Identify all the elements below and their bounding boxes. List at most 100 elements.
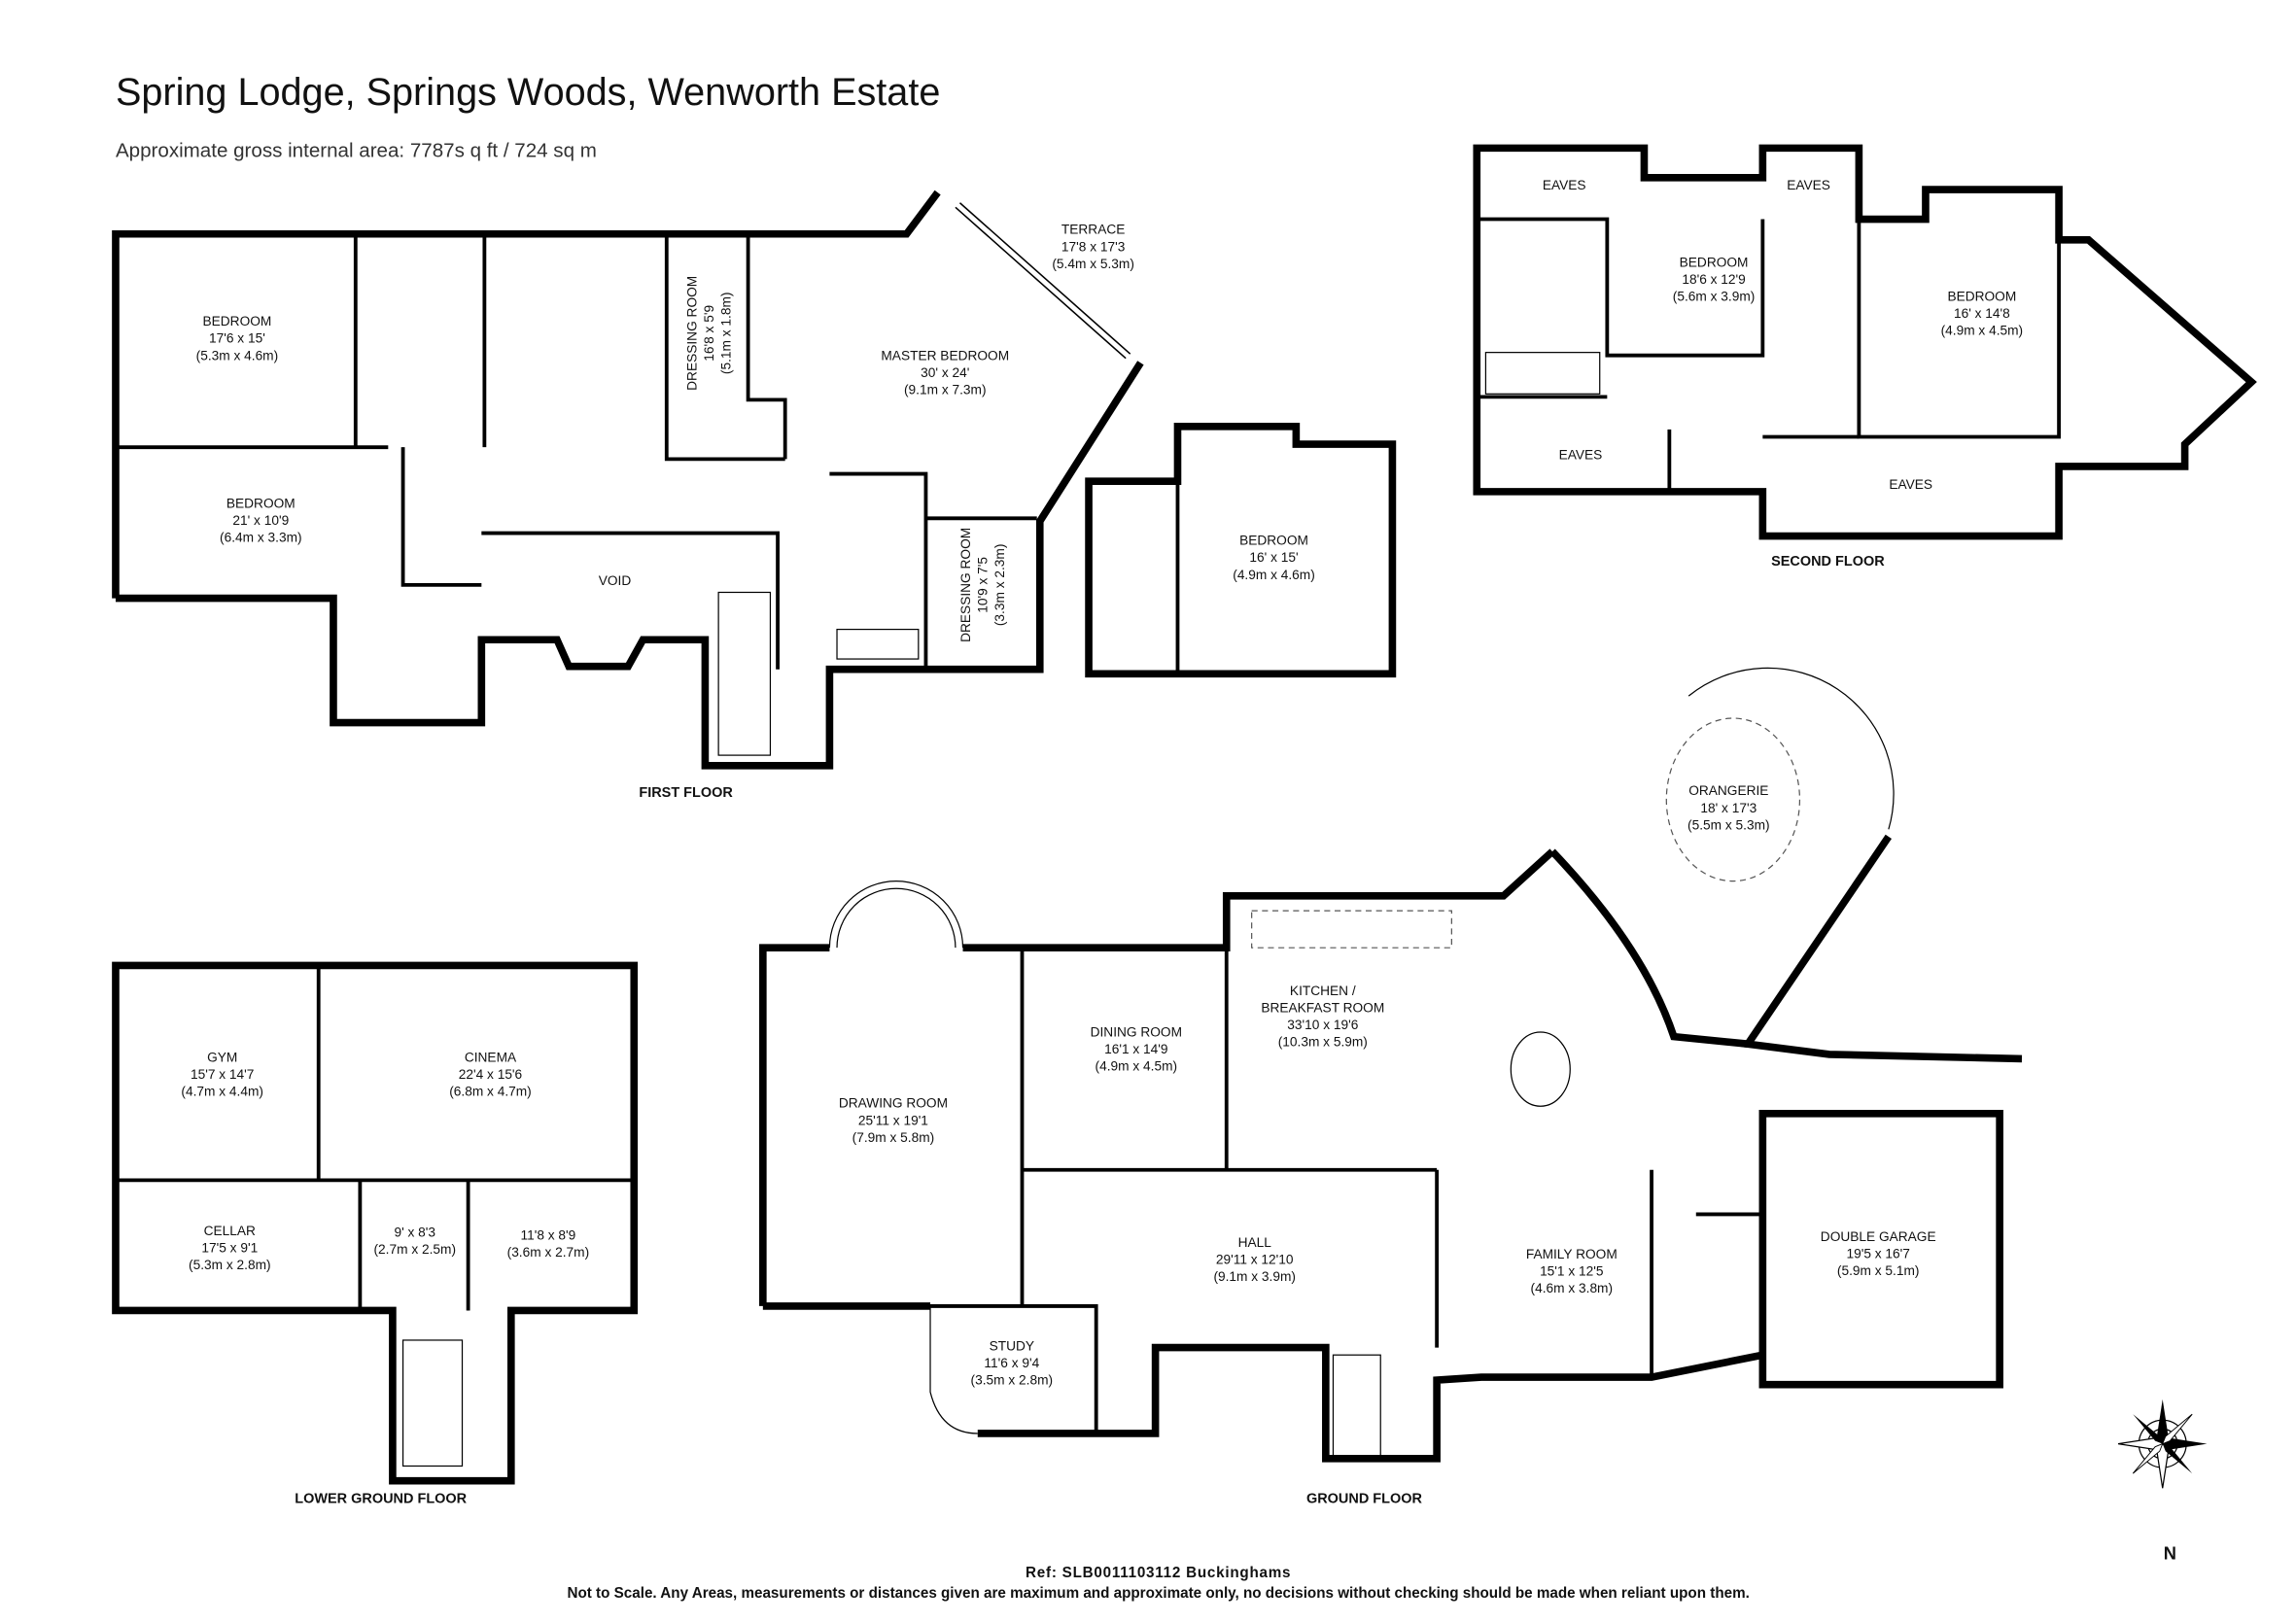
- room-label: MASTER BEDROOM 30' x 24' (9.1m x 7.3m): [881, 348, 1009, 397]
- room-name: GYM: [207, 1051, 237, 1065]
- room-label: EAVES: [1559, 447, 1603, 462]
- room-label: CINEMA 22'4 x 15'6 (6.8m x 4.7m): [449, 1051, 532, 1099]
- room-m: (6.8m x 4.7m): [449, 1085, 532, 1099]
- room-m: (9.1m x 7.3m): [904, 382, 987, 397]
- room-label: HALL 29'11 x 12'10 (9.1m x 3.9m): [1213, 1235, 1296, 1284]
- gross-area: Approximate gross internal area: 7787s q…: [116, 140, 597, 162]
- floor-label-second: SECOND FLOOR: [1771, 554, 1885, 570]
- room-name: DRAWING ROOM: [839, 1096, 948, 1111]
- room-m: (3.3m x 2.3m): [992, 544, 1007, 627]
- room-name: DINING ROOM: [1091, 1025, 1182, 1040]
- first-floor-plan: FIRST FLOOR: [112, 190, 1397, 801]
- second-floor-plan: SECOND FLOOR: [1473, 144, 2257, 570]
- room-m: (5.3m x 2.8m): [189, 1258, 271, 1272]
- room-m: (4.9m x 4.5m): [1941, 323, 2024, 337]
- room-name: MASTER BEDROOM: [881, 348, 1009, 363]
- room-m: (4.9m x 4.5m): [1096, 1059, 1178, 1074]
- room-m: (4.7m x 4.4m): [181, 1085, 263, 1099]
- room-ft: 15'7 x 14'7: [191, 1067, 254, 1082]
- room-m: (3.6m x 2.7m): [507, 1245, 590, 1260]
- room-label: 11'8 x 8'9 (3.6m x 2.7m): [507, 1227, 590, 1260]
- room-name: VOID: [599, 573, 632, 588]
- room-m: (6.4m x 3.3m): [220, 531, 302, 545]
- room-m: (2.7m x 2.5m): [373, 1242, 456, 1257]
- room-m: (5.4m x 5.3m): [1052, 257, 1134, 271]
- disclaimer: Not to Scale. Any Areas, measurements or…: [567, 1585, 1749, 1602]
- room-name: KITCHEN /: [1290, 984, 1356, 998]
- floor-label-lower-ground: LOWER GROUND FLOOR: [295, 1492, 467, 1507]
- room-ft: 29'11 x 12'10: [1216, 1252, 1294, 1266]
- room-ft: 17'6 x 15': [209, 331, 265, 346]
- room-name: STUDY: [990, 1339, 1034, 1354]
- room-label: STUDY 11'6 x 9'4 (3.5m x 2.8m): [971, 1339, 1054, 1388]
- floor-label-first: FIRST FLOOR: [639, 785, 733, 801]
- room-m: (4.9m x 4.6m): [1233, 568, 1315, 582]
- room-label: BEDROOM 16' x 15' (4.9m x 4.6m): [1233, 534, 1315, 582]
- room-name: ORANGERIE: [1688, 783, 1768, 798]
- room-ft: 22'4 x 15'6: [459, 1067, 523, 1082]
- room-label: 9' x 8'3 (2.7m x 2.5m): [373, 1225, 456, 1257]
- room-label: VOID: [599, 573, 632, 588]
- room-name: TERRACE: [1061, 223, 1125, 237]
- room-ft: 10'9 x 7'5: [976, 557, 991, 613]
- ground-floor-plan: GROUND FLOOR: [759, 667, 2023, 1507]
- page-title: Spring Lodge, Springs Woods, Wenworth Es…: [116, 71, 940, 114]
- room-name: BEDROOM: [1680, 255, 1749, 269]
- room-label: EAVES: [1889, 477, 1932, 492]
- room-ft: 17'5 x 9'1: [201, 1240, 258, 1255]
- room-m: (5.6m x 3.9m): [1673, 289, 1756, 303]
- room-name: DRESSING ROOM: [958, 528, 973, 642]
- room-ft: 16' x 14'8: [1954, 306, 2010, 321]
- compass-rose-icon: [2117, 1399, 2208, 1489]
- room-name: BEDROOM: [203, 314, 272, 328]
- room-ft: 11'8 x 8'9: [520, 1227, 575, 1242]
- room-m: (5.9m x 5.1m): [1837, 1263, 1920, 1278]
- room-ft: 21' x 10'9: [232, 513, 289, 528]
- room-label: EAVES: [1787, 178, 1830, 192]
- room-m: (4.6m x 3.8m): [1531, 1281, 1614, 1295]
- room-label: ORANGERIE 18' x 17'3 (5.5m x 5.3m): [1687, 783, 1770, 832]
- room-name: EAVES: [1889, 477, 1932, 492]
- room-name: HALL: [1238, 1235, 1272, 1250]
- room-label: DINING ROOM 16'1 x 14'9 (4.9m x 4.5m): [1091, 1025, 1182, 1074]
- room-ft: 16'1 x 14'9: [1104, 1042, 1167, 1056]
- room-label: GYM 15'7 x 14'7 (4.7m x 4.4m): [181, 1051, 263, 1099]
- room-name: DRESSING ROOM: [684, 276, 699, 391]
- room-m: (5.5m x 5.3m): [1687, 817, 1770, 832]
- room-name: CELLAR: [204, 1224, 256, 1238]
- room-m: (9.1m x 3.9m): [1213, 1269, 1296, 1284]
- room-name: BREAKFAST ROOM: [1261, 1000, 1384, 1015]
- room-ft: 30' x 24': [921, 365, 969, 380]
- room-label: EAVES: [1543, 178, 1586, 192]
- room-name: CINEMA: [465, 1051, 517, 1065]
- floor-label-ground: GROUND FLOOR: [1306, 1492, 1423, 1507]
- room-ft: 16'8 x 5'9: [702, 305, 716, 362]
- room-m: (3.5m x 2.8m): [971, 1373, 1054, 1388]
- room-label: CELLAR 17'5 x 9'1 (5.3m x 2.8m): [189, 1224, 271, 1272]
- north-label: N: [2164, 1542, 2176, 1563]
- room-ft: 11'6 x 9'4: [984, 1356, 1039, 1370]
- room-ft: 9' x 8'3: [394, 1225, 435, 1239]
- room-name: EAVES: [1787, 178, 1830, 192]
- room-m: (7.9m x 5.8m): [852, 1130, 935, 1145]
- room-ft: 18' x 17'3: [1700, 801, 1757, 815]
- room-ft: 18'6 x 12'9: [1682, 272, 1745, 287]
- room-name: BEDROOM: [1239, 534, 1308, 548]
- room-ft: 33'10 x 19'6: [1287, 1018, 1358, 1032]
- lower-ground-floor-plan: LOWER GROUND FLOOR: [112, 961, 639, 1507]
- room-ft: 19'5 x 16'7: [1846, 1246, 1909, 1260]
- room-ft: 16' x 15': [1249, 550, 1298, 565]
- room-ft: 15'1 x 12'5: [1540, 1264, 1604, 1279]
